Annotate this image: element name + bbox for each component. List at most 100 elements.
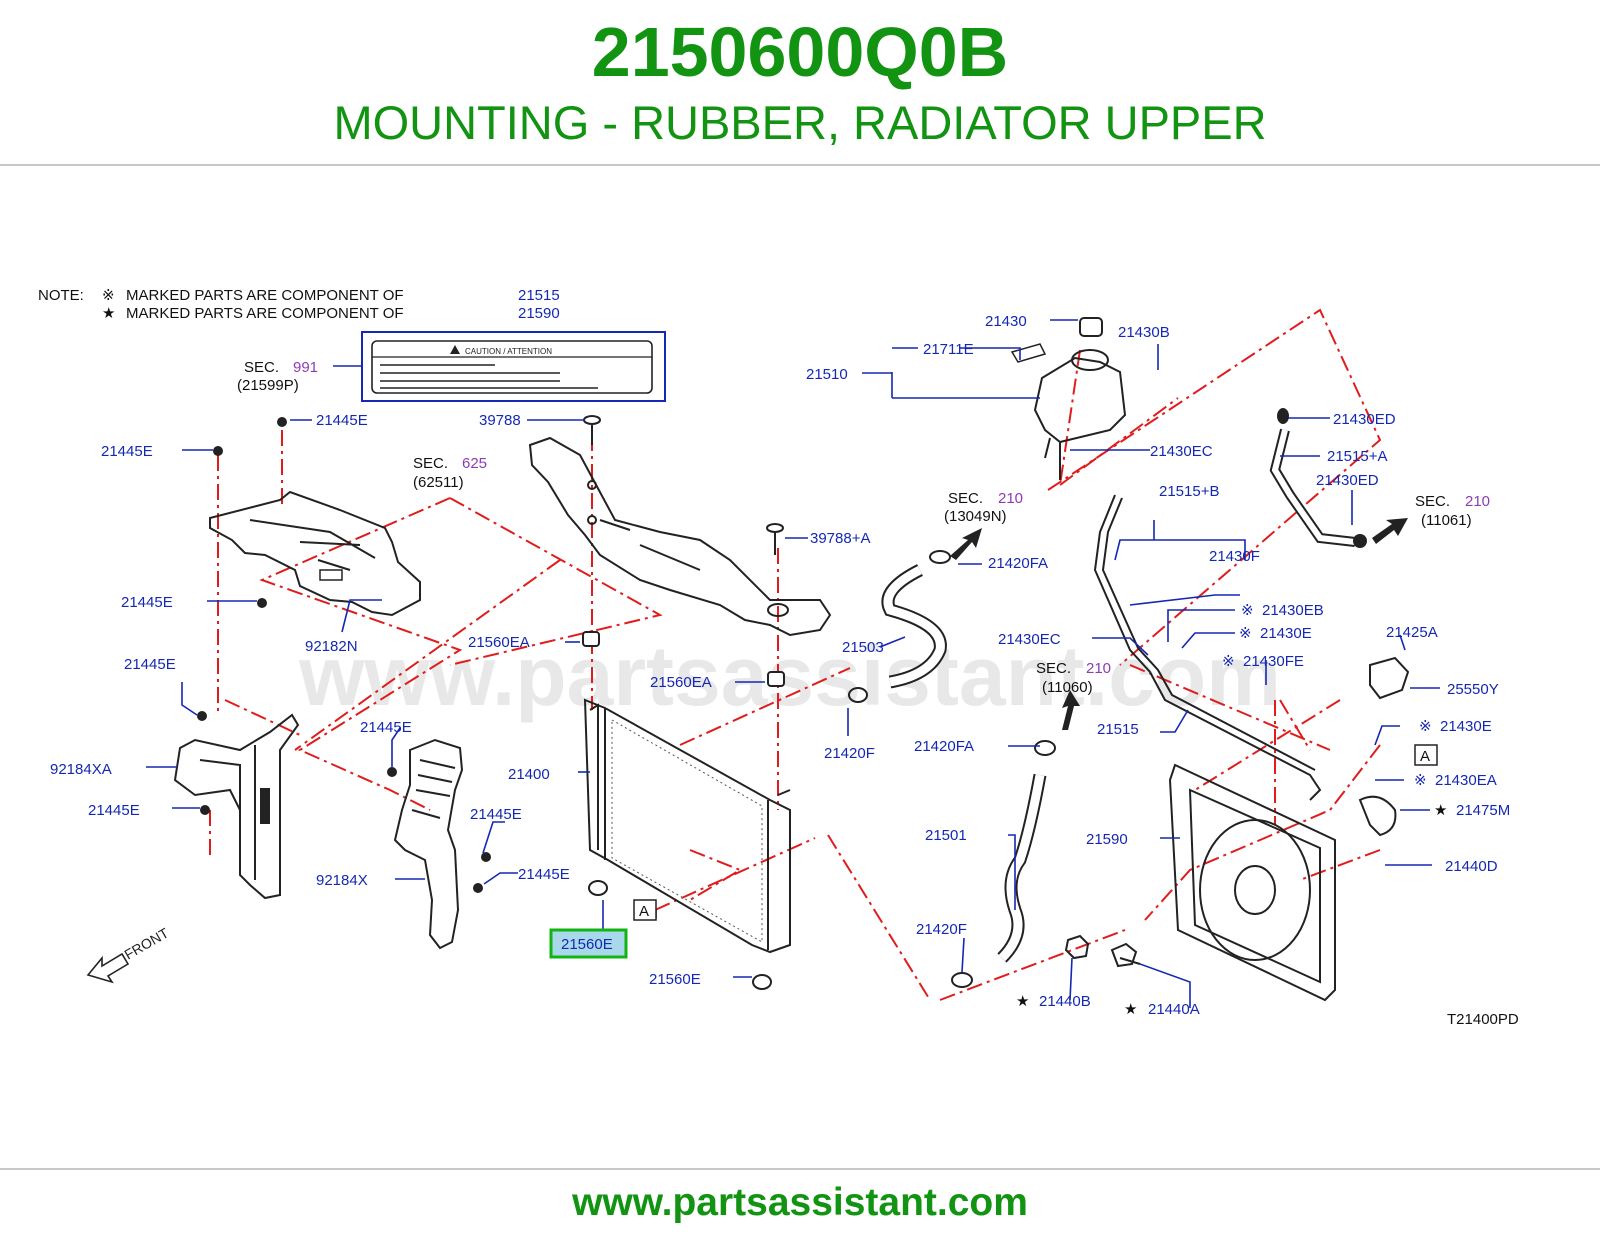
callout-92182n[interactable]: 92182N bbox=[305, 638, 358, 655]
callout-21510[interactable]: 21510 bbox=[806, 366, 848, 383]
callout-21475m[interactable]: 21475M bbox=[1456, 802, 1510, 819]
reservoir-tank-21710[interactable] bbox=[1010, 317, 1127, 480]
section-ref-210-11061[interactable]: SEC. 210 (11061) bbox=[1415, 493, 1490, 529]
parts-diagram: www.partsassistant.com NOTE: ※ MARKED PA… bbox=[38, 287, 1519, 1028]
callout-21445e[interactable]: 21445E bbox=[101, 443, 153, 460]
reservoir-cap[interactable] bbox=[1079, 317, 1103, 337]
leader-lines bbox=[146, 319, 1440, 1008]
hose-21515[interactable] bbox=[1093, 494, 1322, 801]
callout-21501[interactable]: 21501 bbox=[925, 827, 967, 844]
bolt-21440a[interactable] bbox=[1110, 942, 1141, 968]
section-ref-625[interactable]: SEC. 625 (62511) bbox=[413, 455, 487, 491]
section-ref-991[interactable]: SEC. 991 (21599P) bbox=[237, 359, 318, 394]
note-ref-1[interactable]: 21515 bbox=[518, 287, 560, 304]
callout-21420f[interactable]: 21420F bbox=[916, 921, 967, 938]
callout-25550y[interactable]: 25550Y bbox=[1447, 681, 1499, 698]
callout-21445e[interactable]: 21445E bbox=[88, 802, 140, 819]
section-prefix: SEC. bbox=[244, 359, 279, 376]
callout-21445e[interactable]: 21445E bbox=[470, 806, 522, 823]
callout-21420f[interactable]: 21420F bbox=[824, 745, 875, 762]
callout-21430ec[interactable]: 21430EC bbox=[1150, 443, 1213, 460]
callout-39788[interactable]: 39788 bbox=[479, 412, 521, 429]
bolt-39788a[interactable] bbox=[766, 523, 784, 555]
bolt-39788[interactable] bbox=[583, 415, 601, 445]
rubber-mount-21560e[interactable] bbox=[588, 880, 772, 990]
callout-21560ea[interactable]: 21560EA bbox=[650, 674, 712, 691]
shroud-21590[interactable] bbox=[1168, 763, 1336, 1002]
part-description: MOUNTING - RUBBER, RADIATOR UPPER bbox=[333, 96, 1267, 149]
callout-39788a[interactable]: 39788+A bbox=[810, 530, 870, 547]
nut-21440b[interactable] bbox=[1064, 934, 1090, 960]
clamp-21475m[interactable] bbox=[1358, 795, 1397, 837]
callout-21420fa[interactable]: 21420FA bbox=[988, 555, 1048, 572]
hose-21503[interactable] bbox=[848, 550, 951, 703]
callout-21515a[interactable]: 21515+A bbox=[1327, 448, 1387, 465]
callout-21440a[interactable]: 21440A bbox=[1148, 1001, 1200, 1018]
callout-21430e[interactable]: 21430E bbox=[1260, 625, 1312, 642]
footer-divider bbox=[0, 1168, 1600, 1170]
callout-92184xa[interactable]: 92184XA bbox=[50, 761, 112, 778]
callout-21430fe[interactable]: 21430FE bbox=[1243, 653, 1304, 670]
callout-21430e[interactable]: 21430E bbox=[1440, 718, 1492, 735]
hose-21501[interactable] bbox=[951, 740, 1056, 988]
fasteners-21445e[interactable] bbox=[197, 417, 491, 893]
caution-text: CAUTION / ATTENTION bbox=[465, 347, 552, 356]
note-prefix: NOTE: bbox=[38, 287, 84, 304]
footer-url[interactable]: www.partsassistant.com bbox=[572, 1181, 1028, 1224]
side-duct-92184xa[interactable] bbox=[173, 713, 300, 900]
callout-21445e[interactable]: 21445E bbox=[360, 719, 412, 736]
section-ref-210-11060[interactable]: SEC. 210 (11060) bbox=[1036, 660, 1111, 696]
callout-92184x[interactable]: 92184X bbox=[316, 872, 368, 889]
callout-21560ea[interactable]: 21560EA bbox=[468, 634, 530, 651]
callout-21560e[interactable]: 21560E bbox=[649, 971, 701, 988]
front-arrow: FRONT bbox=[86, 924, 172, 984]
reference-box-a[interactable]: A bbox=[633, 899, 657, 921]
callout-21420fa[interactable]: 21420FA bbox=[914, 738, 974, 755]
callout-21590[interactable]: 21590 bbox=[1086, 831, 1128, 848]
callout-21430[interactable]: 21430 bbox=[985, 313, 1027, 330]
callout-21430f[interactable]: 21430F bbox=[1209, 548, 1260, 565]
callout-21515[interactable]: 21515 bbox=[1097, 721, 1139, 738]
rubber-mount-21560ea[interactable] bbox=[582, 631, 785, 687]
section-ref-210-13049n[interactable]: SEC. 210 (13049N) bbox=[944, 490, 1023, 525]
radiator-21400[interactable] bbox=[583, 698, 791, 954]
note-ref-2[interactable]: 21590 bbox=[518, 305, 560, 322]
section-sub: (13049N) bbox=[944, 508, 1007, 525]
callout-21560e-highlight[interactable]: 21560E bbox=[561, 936, 613, 953]
hose-21515a[interactable] bbox=[1269, 408, 1367, 548]
note-text-2: MARKED PARTS ARE COMPONENT OF bbox=[126, 305, 404, 322]
callout-21445e[interactable]: 21445E bbox=[316, 412, 368, 429]
callout-21445e[interactable]: 21445E bbox=[518, 866, 570, 883]
motor-21425a[interactable] bbox=[1369, 656, 1410, 700]
callout-21430eb[interactable]: 21430EB bbox=[1262, 602, 1324, 619]
front-label: FRONT bbox=[122, 924, 172, 962]
callout-21440b[interactable]: 21440B bbox=[1039, 993, 1091, 1010]
callout-21503[interactable]: 21503 bbox=[842, 639, 884, 656]
callout-21711e[interactable]: 21711E bbox=[923, 341, 974, 358]
assembly-lines bbox=[209, 308, 1382, 1001]
callout-21430ec[interactable]: 21430EC bbox=[998, 631, 1061, 648]
section-number: 210 bbox=[1465, 493, 1490, 510]
callout-21515b[interactable]: 21515+B bbox=[1159, 483, 1219, 500]
page-title: 2150600Q0B bbox=[591, 13, 1009, 91]
callout-21440d[interactable]: 21440D bbox=[1445, 858, 1498, 875]
undercover-92182n[interactable] bbox=[209, 490, 421, 617]
callout-21430ea[interactable]: 21430EA bbox=[1435, 772, 1497, 789]
note-symbol-1: ※ bbox=[102, 287, 115, 304]
callout-21445e[interactable]: 21445E bbox=[124, 656, 176, 673]
callout-21400[interactable]: 21400 bbox=[508, 766, 550, 783]
section-prefix: SEC. bbox=[948, 490, 983, 507]
callout-21430ed[interactable]: 21430ED bbox=[1333, 411, 1396, 428]
section-sub: (11060) bbox=[1042, 679, 1093, 696]
side-duct-92184x[interactable] bbox=[393, 738, 464, 950]
callout-21430ed[interactable]: 21430ED bbox=[1316, 472, 1379, 489]
callout-21430e-mark: ※ bbox=[1239, 625, 1252, 642]
highlighted-part-21560e[interactable]: 21560E bbox=[549, 928, 628, 959]
callout-21440a-star: ★ bbox=[1124, 1001, 1137, 1018]
radiator-support-member[interactable] bbox=[528, 436, 832, 637]
callout-21430b[interactable]: 21430B bbox=[1118, 324, 1170, 341]
callout-21445e[interactable]: 21445E bbox=[121, 594, 173, 611]
callout-21425a[interactable]: 21425A bbox=[1386, 624, 1438, 641]
reference-box-a[interactable]: A bbox=[1414, 744, 1438, 766]
header-divider bbox=[0, 164, 1600, 166]
